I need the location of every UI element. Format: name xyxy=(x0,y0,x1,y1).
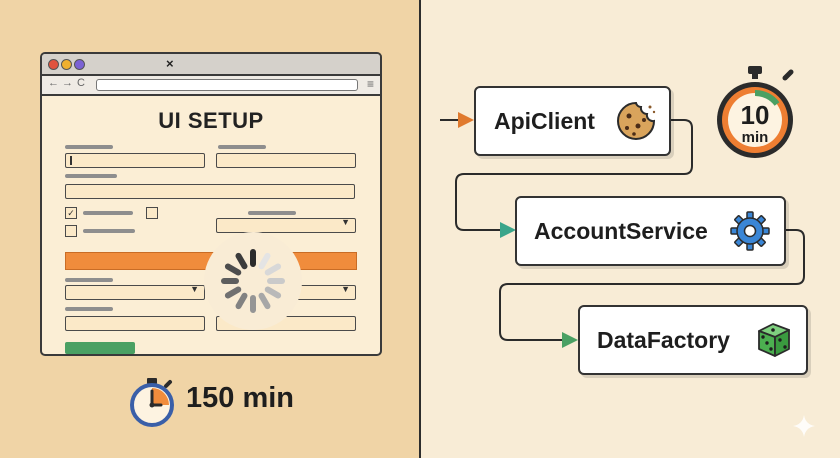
tab-close-icon: × xyxy=(166,56,174,71)
chevron-down-icon: ▼ xyxy=(190,284,199,294)
sparkle-icon xyxy=(793,415,815,437)
checkbox-checked-icon: ✓ xyxy=(65,207,77,219)
field-label xyxy=(65,307,113,311)
browser-window-illustration: × ← → C ≡ UI SETUP ✓ ▼ xyxy=(40,52,382,356)
select-field: ▼ xyxy=(216,217,356,233)
text-field xyxy=(65,316,205,331)
connector-arrow xyxy=(499,229,805,348)
menu-icon: ≡ xyxy=(366,77,374,91)
chevron-down-icon: ▼ xyxy=(341,217,350,227)
field-label xyxy=(218,145,266,149)
browser-addressbar: ← → C ≡ xyxy=(42,76,380,96)
gear-icon xyxy=(730,211,770,251)
close-dot-icon xyxy=(48,59,59,70)
submit-button-illustration xyxy=(65,342,135,354)
field-label xyxy=(65,145,113,149)
chevron-down-icon: ▼ xyxy=(341,284,350,294)
field-label xyxy=(248,211,296,215)
minimize-dot-icon xyxy=(61,59,72,70)
node-label: ApiClient xyxy=(494,108,595,134)
node-accountservice: AccountService xyxy=(515,196,786,266)
timer-unit: min xyxy=(742,129,769,146)
forward-arrow-icon: → xyxy=(62,77,73,89)
dice-icon xyxy=(758,323,790,357)
cookie-icon xyxy=(617,101,656,140)
text-field-wide xyxy=(65,184,355,199)
node-datafactory: DataFactory xyxy=(578,305,808,375)
url-field xyxy=(96,79,358,91)
back-arrow-icon: ← xyxy=(48,77,59,89)
panel-divider xyxy=(419,0,421,458)
left-duration-label: 150 min xyxy=(186,382,294,414)
loading-spinner-icon xyxy=(204,232,302,330)
timer-widget: 10 min xyxy=(709,64,801,167)
stopwatch-icon xyxy=(130,378,174,427)
reload-icon: C xyxy=(77,77,85,89)
left-panel: × ← → C ≡ UI SETUP ✓ ▼ xyxy=(0,0,419,458)
form-title: UI SETUP xyxy=(158,108,264,133)
checkbox-icon xyxy=(65,225,77,237)
stopwatch-icon: 10 min xyxy=(717,66,794,158)
connector-arrow xyxy=(455,119,693,238)
node-apiclient: ApiClient xyxy=(474,86,671,156)
field-label xyxy=(65,174,117,178)
spinner-graphic xyxy=(221,249,285,313)
browser-titlebar: × xyxy=(42,54,380,76)
node-label: AccountService xyxy=(534,218,708,244)
text-field xyxy=(65,153,205,168)
field-label xyxy=(65,278,113,282)
node-label: DataFactory xyxy=(597,327,730,353)
checkbox-label xyxy=(83,229,135,233)
timer-value: 10 xyxy=(741,100,770,130)
checkbox-label xyxy=(83,211,133,215)
checkbox-icon xyxy=(146,207,158,219)
text-field xyxy=(216,153,356,168)
maximize-dot-icon xyxy=(74,59,85,70)
